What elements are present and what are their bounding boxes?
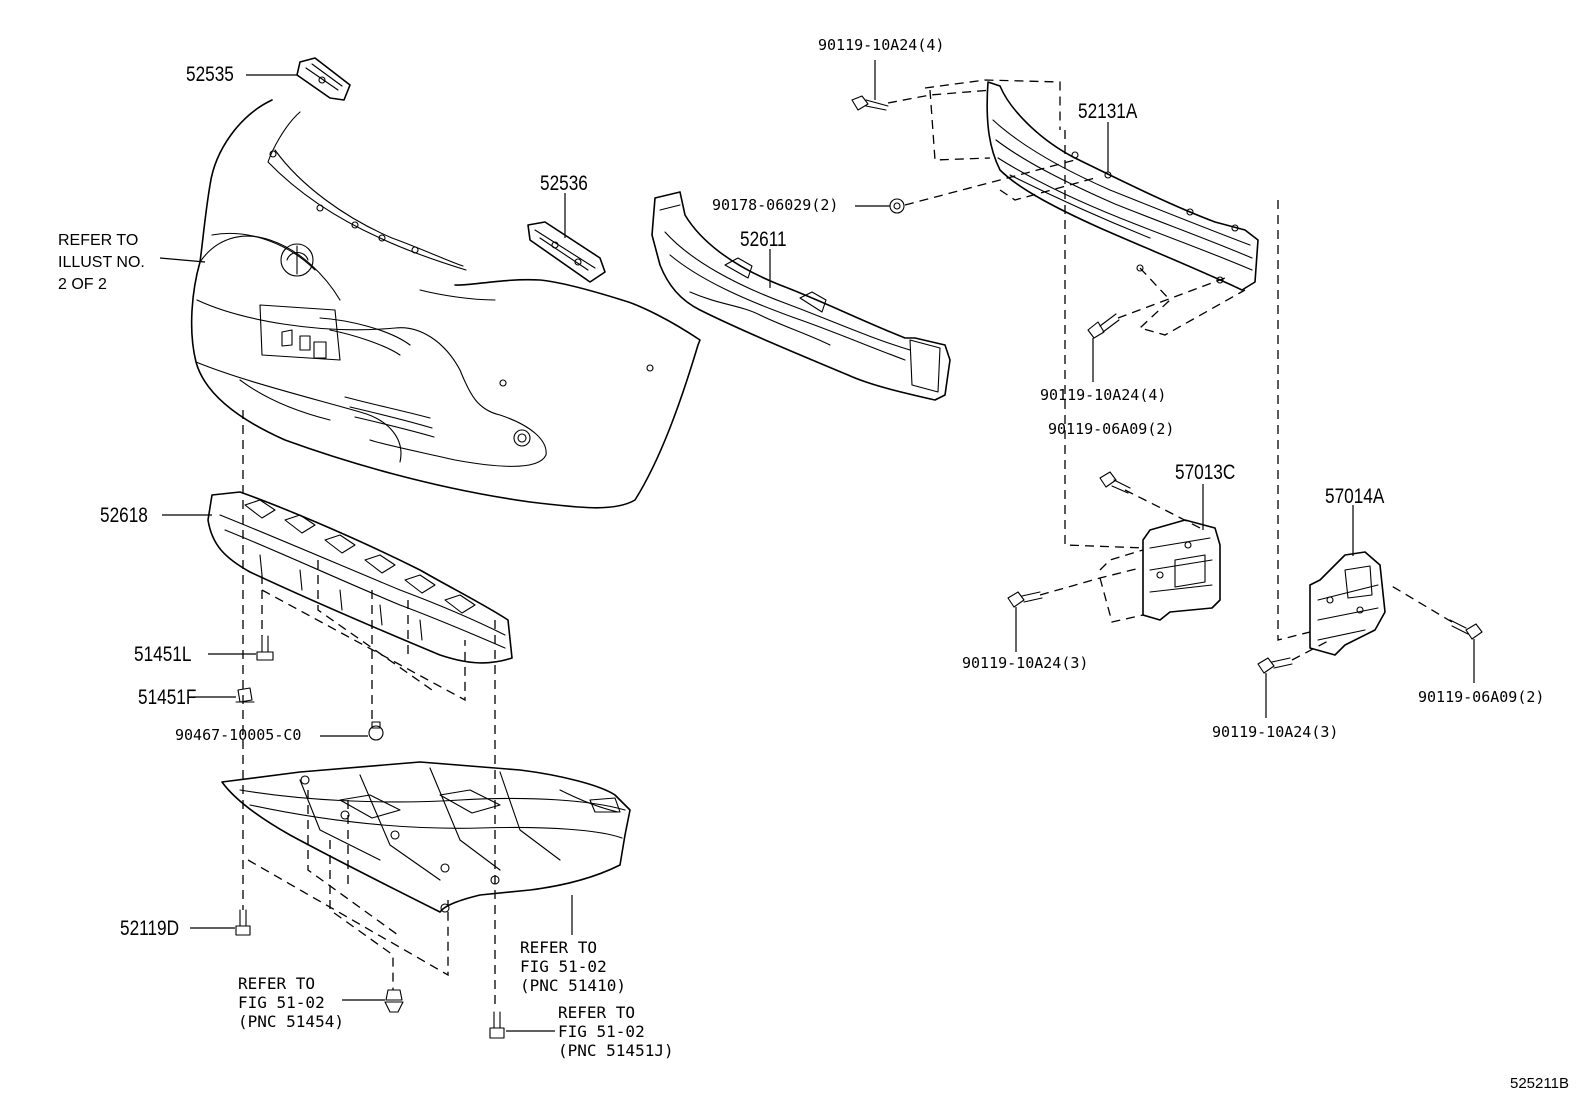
label-clip-90178: 90178-06029(2) (712, 196, 839, 214)
clip-51451F (235, 687, 255, 703)
clip-51454 (384, 989, 404, 1013)
bolt-left3 (1007, 591, 1043, 608)
bolt-right3 (1257, 657, 1293, 674)
diagram-code: 525211B (1510, 1075, 1569, 1092)
label-52535: 52535 (186, 63, 234, 86)
label-57014A: 57014A (1325, 485, 1385, 508)
label-52119D: 52119D (120, 917, 180, 940)
bracket-57013C (1142, 519, 1221, 621)
label-57013C: 57013C (1175, 461, 1236, 484)
label-90467: 90467-10005-C0 (175, 726, 302, 744)
absorber-52618 (207, 491, 513, 664)
label-52611: 52611 (740, 228, 787, 251)
reference-lines (242, 79, 1453, 1010)
bracket-52535 (296, 57, 351, 101)
label-bolt-right3: 90119-10A24(3) (1212, 723, 1339, 741)
bolt-06a09-b (1449, 619, 1483, 640)
label-bolt-top: 90119-10A24(4) (818, 36, 945, 54)
bolt-52119D (235, 909, 251, 936)
label-bolt-mid4: 90119-10A24(4) (1040, 386, 1167, 404)
bolt-51451J (489, 1011, 505, 1039)
absorber-52611 (651, 191, 951, 401)
label-51451F: 51451F (138, 686, 197, 709)
nut-90467 (368, 721, 384, 741)
ref-illust-2-of-2: REFER TO ILLUST NO. 2 OF 2 (58, 232, 145, 293)
bracket-57014A (1309, 551, 1386, 656)
label-bolt-left3: 90119-10A24(3) (962, 654, 1089, 672)
bumper-cover (190, 99, 701, 509)
bolt-top (851, 95, 889, 111)
fasteners (235, 95, 1483, 1039)
label-51451L: 51451L (134, 643, 192, 666)
label-52536: 52536 (540, 172, 588, 195)
ref-pnc-51454: REFER TO FIG 51-02 (PNC 51454) (238, 974, 344, 1031)
label-52618: 52618 (100, 504, 148, 527)
bolt-51451L (256, 635, 274, 661)
ref-pnc-51410: REFER TO FIG 51-02 (PNC 51410) (520, 938, 626, 995)
under-cover (221, 761, 631, 913)
reinforcement-52131A (986, 81, 1259, 291)
ref-pnc-51451J: REFER TO FIG 51-02 (PNC 51451J) (558, 1003, 674, 1060)
clip-90178 (889, 198, 905, 214)
label-52131A: 52131A (1078, 100, 1138, 123)
bolt-06a09-a (1099, 471, 1131, 494)
bolt-mid4 (1087, 313, 1120, 339)
bracket-52536 (527, 221, 606, 283)
leader-lines (159, 60, 1475, 1032)
label-bolt-06a09-a: 90119-06A09(2) (1048, 420, 1175, 438)
label-bolt-06a09-b: 90119-06A09(2) (1418, 688, 1545, 706)
